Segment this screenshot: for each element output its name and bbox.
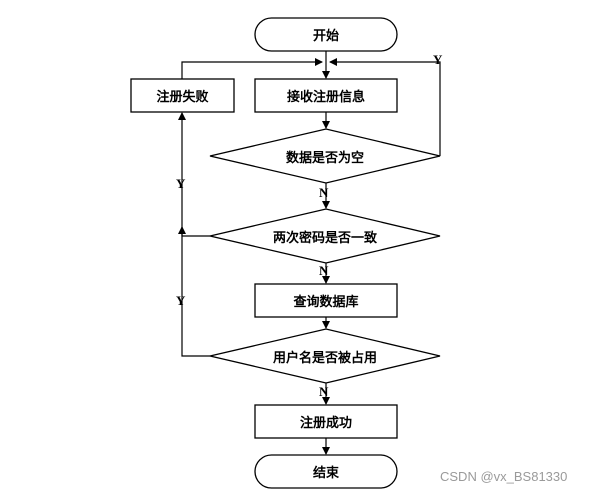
password-no-label: N	[319, 263, 329, 278]
csdn-watermark: CSDN @vx_BS81330	[440, 469, 568, 484]
receive-info-box	[254, 78, 398, 113]
end-label: 结束	[312, 466, 339, 481]
edge-taken-yes-up	[178, 226, 210, 357]
register-fail-label: 注册失败	[156, 90, 209, 105]
username-taken-decision	[209, 328, 441, 384]
password-match-label: 两次密码是否一致	[272, 230, 377, 246]
edge-password-yes-to-fail	[178, 112, 210, 237]
taken-no-label: N	[319, 384, 329, 399]
start-label: 开始	[312, 29, 339, 44]
query-db-label: 查询数据库	[293, 295, 359, 310]
data-empty-label: 数据是否为空	[285, 150, 364, 166]
end-terminal	[254, 454, 398, 489]
taken-yes-label: Y	[176, 293, 186, 308]
empty-no-label: N	[319, 185, 329, 200]
receive-info-label: 接收注册信息	[286, 90, 365, 105]
register-success-label: 注册成功	[299, 416, 352, 431]
password-match-decision	[209, 208, 441, 264]
edge-fail-to-receive	[181, 58, 323, 79]
password-yes-label: Y	[176, 176, 186, 191]
username-taken-label: 用户名是否被占用	[272, 350, 377, 366]
edge-empty-yes-loop	[329, 58, 441, 156]
query-db-box	[254, 283, 398, 318]
empty-yes-label: Y	[433, 52, 443, 67]
